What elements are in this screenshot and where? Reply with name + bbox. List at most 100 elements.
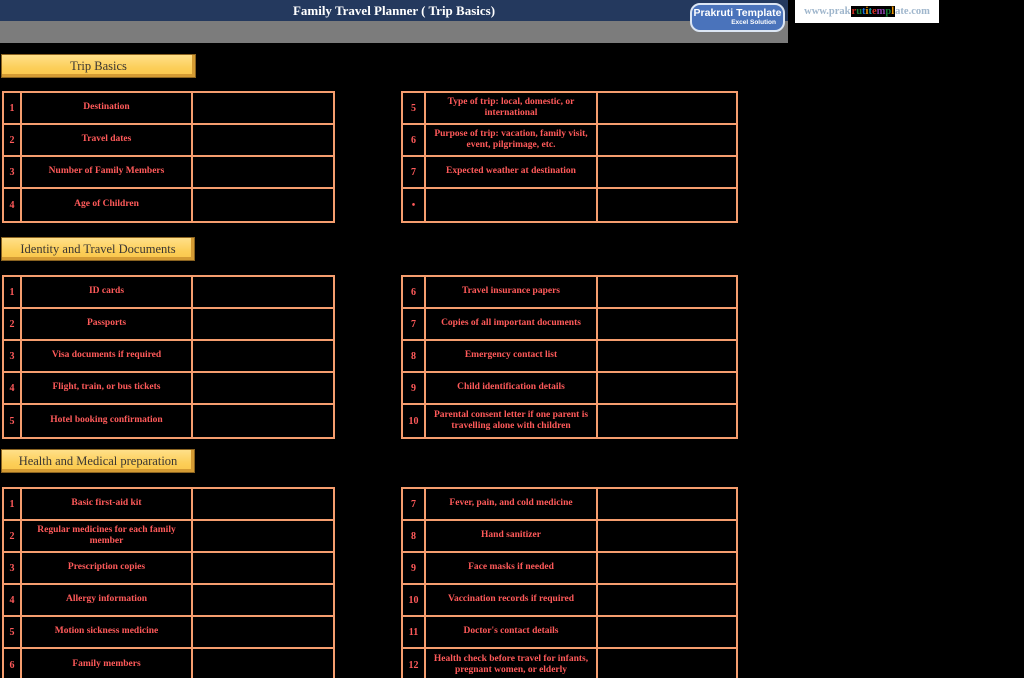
row-value-cell[interactable] (193, 341, 333, 371)
row-value-cell[interactable] (193, 489, 333, 519)
row-value-cell[interactable] (193, 373, 333, 403)
row-number: 4 (4, 373, 22, 403)
row-label: Flight, train, or bus tickets (22, 373, 193, 403)
row-value-cell[interactable] (193, 277, 333, 307)
row-label: Destination (22, 93, 193, 123)
row-value-cell[interactable] (598, 553, 736, 583)
row-value-cell[interactable] (598, 373, 736, 403)
row-label: Travel insurance papers (426, 277, 598, 307)
row-value-cell[interactable] (193, 157, 333, 187)
row-value-cell[interactable] (598, 189, 736, 221)
row-number: 6 (4, 649, 22, 678)
row-label: Doctor's contact details (426, 617, 598, 647)
row-number: 9 (403, 553, 426, 583)
row-number: 8 (403, 521, 426, 551)
row-value-cell[interactable] (598, 157, 736, 187)
row-number: 11 (403, 617, 426, 647)
row-label: Age of Children (22, 189, 193, 221)
row-label (426, 189, 598, 221)
row-number: 10 (403, 405, 426, 437)
row-number: 6 (403, 125, 426, 155)
row-label: Fever, pain, and cold medicine (426, 489, 598, 519)
row-number: 7 (403, 157, 426, 187)
table-row: • (403, 189, 736, 221)
row-value-cell[interactable] (193, 189, 333, 221)
row-value-cell[interactable] (598, 649, 736, 678)
row-value-cell[interactable] (193, 309, 333, 339)
section-header-health-medical: Health and Medical preparation (1, 449, 195, 473)
row-number: 2 (4, 309, 22, 339)
row-value-cell[interactable] (193, 93, 333, 123)
row-label: Regular medicines for each family member (22, 521, 193, 551)
row-label: Visa documents if required (22, 341, 193, 371)
row-number: 3 (4, 341, 22, 371)
row-label: Passports (22, 309, 193, 339)
row-number: 9 (403, 373, 426, 403)
row-number: 7 (403, 309, 426, 339)
row-number: 10 (403, 585, 426, 615)
row-value-cell[interactable] (598, 125, 736, 155)
row-value-cell[interactable] (598, 309, 736, 339)
row-number: 5 (4, 405, 22, 437)
brand-badge: Prakruti Template Excel Solution (690, 3, 785, 32)
row-value-cell[interactable] (193, 649, 333, 678)
row-value-cell[interactable] (598, 277, 736, 307)
row-number: 3 (4, 157, 22, 187)
row-number: 4 (4, 585, 22, 615)
website-link-prefix: www.prak (804, 6, 851, 17)
row-number: 1 (4, 489, 22, 519)
row-number: 6 (403, 277, 426, 307)
row-value-cell[interactable] (193, 617, 333, 647)
row-value-cell[interactable] (193, 521, 333, 551)
row-label: Vaccination records if required (426, 585, 598, 615)
row-value-cell[interactable] (598, 617, 736, 647)
row-number: 2 (4, 521, 22, 551)
row-value-cell[interactable] (598, 341, 736, 371)
row-label: Hotel booking confirmation (22, 405, 193, 437)
row-value-cell[interactable] (598, 93, 736, 123)
row-label: Expected weather at destination (426, 157, 598, 187)
website-link-suffix: ate.com (895, 6, 930, 17)
title-bar: Family Travel Planner ( Trip Basics) (0, 0, 788, 21)
row-value-cell[interactable] (598, 521, 736, 551)
row-value-cell[interactable] (598, 585, 736, 615)
row-number: 1 (4, 277, 22, 307)
row-number: 8 (403, 341, 426, 371)
toolbar-strip (0, 21, 788, 43)
row-number: 4 (4, 189, 22, 221)
row-label: Copies of all important documents (426, 309, 598, 339)
row-value-cell[interactable] (598, 489, 736, 519)
row-value-cell[interactable] (598, 405, 736, 437)
row-label: Number of Family Members (22, 157, 193, 187)
row-label: ID cards (22, 277, 193, 307)
row-label: Face masks if needed (426, 553, 598, 583)
row-value-cell[interactable] (193, 125, 333, 155)
row-label: Parental consent letter if one parent is… (426, 405, 598, 437)
row-value-cell[interactable] (193, 553, 333, 583)
row-value-cell[interactable] (193, 585, 333, 615)
row-value-cell[interactable] (193, 405, 333, 437)
